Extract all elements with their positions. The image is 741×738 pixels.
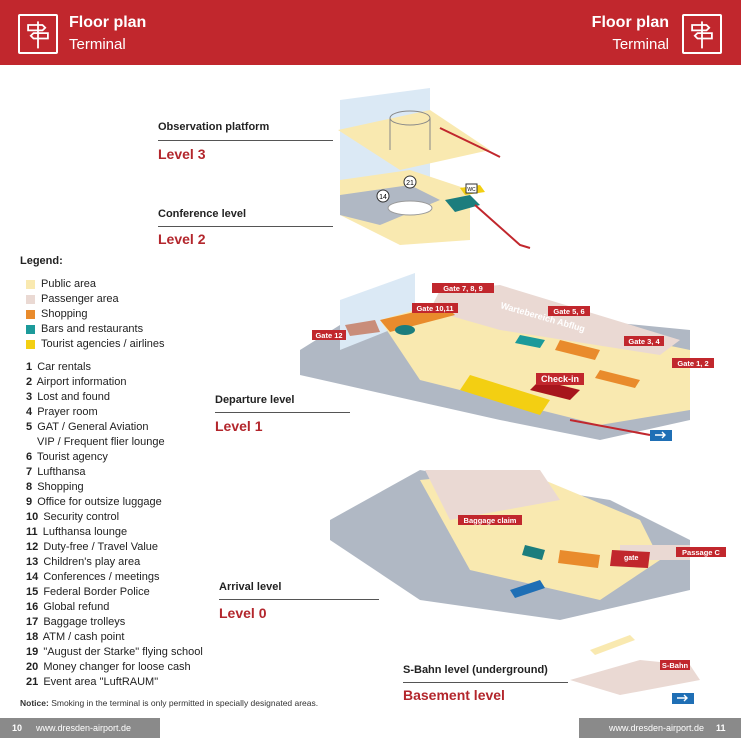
legend-category-bars: Bars and restaurants [26, 323, 143, 335]
legend-item: 15 Federal Border Police [26, 586, 150, 598]
footer-url-right[interactable]: www.dresden-airport.de [609, 723, 705, 733]
legend-item: 6 Tourist agency [26, 451, 108, 463]
header-title-left: Floor plan [69, 14, 147, 31]
arrival-level-name: Arrival level [219, 581, 282, 593]
legend-item: 4 Prayer room [26, 406, 98, 418]
sbahn-leader-line [403, 682, 568, 683]
gate-5-6-label: Gate 5, 6 [553, 307, 584, 316]
legend-item: 8 Shopping [26, 481, 84, 493]
smoking-notice: Notice: Smoking in the terminal is only … [20, 698, 319, 708]
legend-item: 2 Airport information [26, 376, 127, 388]
header-subtitle-left: Terminal [69, 36, 126, 53]
s-bahn-label: S-Bahn [662, 661, 689, 670]
gate-1-2-label: Gate 1, 2 [677, 359, 708, 368]
bars-swatch [26, 324, 35, 334]
passage-c-label: Passage C [682, 548, 721, 557]
map-marker-14: 14 [379, 194, 387, 201]
basement-plan: S-Bahn [570, 635, 700, 704]
legend-category-label: Bars and restaurants [41, 323, 144, 335]
page-number-right: 11 [716, 723, 726, 733]
level-2-plan: 14 21 WC [340, 170, 531, 249]
observation-leader-line [158, 140, 333, 141]
legend-item: 20 Money changer for loose cash [26, 661, 191, 673]
legend-item: 11 Lufthansa lounge [26, 526, 128, 538]
legend-item: 10 Security control [26, 511, 120, 523]
tourist-swatch [26, 339, 35, 349]
conference-leader-line [158, 226, 333, 227]
legend-item: 9 Office for outsize luggage [26, 496, 162, 508]
legend-category-label: Shopping [41, 308, 88, 320]
baggage-claim-label: Baggage claim [464, 516, 517, 525]
legend-title: Legend: [20, 255, 63, 267]
signpost-icon [682, 14, 722, 54]
legend-item: 17 Baggage trolleys [26, 616, 126, 628]
footer-left: 10 www.dresden-airport.de [0, 718, 160, 738]
wc-icon: WC [467, 187, 476, 193]
observation-level-name: Observation platform [158, 121, 270, 133]
check-in-label: Check-in [541, 374, 579, 384]
legend-item: 12 Duty-free / Travel Value [26, 541, 159, 553]
footer-url-left[interactable]: www.dresden-airport.de [36, 723, 132, 733]
terminal-floor-plan: 14 21 WC Gate 12 Gate 7, 8, 9 Gate 10,11… [300, 88, 726, 704]
sbahn-level-name: S-Bahn level (underground) [403, 664, 548, 676]
arrival-leader-line [219, 599, 379, 600]
legend-item: 13 Children's play area [26, 556, 141, 568]
legend-item: VIP / Frequent flier lounge [37, 436, 165, 448]
passenger-area-swatch [26, 294, 35, 304]
legend-category-passenger: Passenger area [26, 293, 119, 305]
conference-level-number: Level 2 [158, 231, 206, 247]
gate-3-4-label: Gate 3, 4 [628, 337, 660, 346]
gate-7-8-9-label: Gate 7, 8, 9 [443, 284, 483, 293]
departure-level-name: Departure level [215, 394, 295, 406]
header-title-right: Floor plan [591, 14, 669, 31]
public-area-swatch [26, 279, 35, 289]
level-1-plan: Gate 12 Gate 7, 8, 9 Gate 10,11 Gate 5, … [300, 273, 714, 441]
legend-category-label: Tourist agencies / airlines [41, 338, 165, 350]
level-3-plan [338, 88, 501, 195]
legend-list: 1 Car rentals 2 Airport information 3 Lo… [26, 360, 203, 690]
legend-item: 19 "August der Starke" flying school [26, 646, 203, 658]
shopping-swatch [26, 309, 35, 319]
page-header: Floor plan Terminal Floor plan Terminal [0, 0, 741, 65]
legend-item: 7 Lufthansa [26, 466, 86, 478]
departure-leader-line [215, 412, 350, 413]
map-marker-21: 21 [406, 180, 414, 187]
level-0-plan: Baggage claim Passage C gate [330, 470, 726, 620]
legend-item: 16 Global refund [26, 601, 110, 613]
legend-category-public: Public area [26, 278, 96, 290]
legend-category-label: Passenger area [41, 293, 119, 305]
gate-arrival-label: gate [624, 555, 639, 562]
conference-level-name: Conference level [158, 208, 247, 220]
legend-item: 3 Lost and found [26, 391, 110, 403]
legend-item: 18 ATM / cash point [26, 631, 125, 643]
gate-10-11-label: Gate 10,11 [416, 304, 453, 313]
page-number-left: 10 [12, 723, 23, 733]
legend-category-tourist: Tourist agencies / airlines [26, 338, 165, 350]
legend-category-label: Public area [41, 278, 97, 290]
signpost-icon [18, 14, 58, 54]
legend-item: 1 Car rentals [26, 361, 91, 373]
legend-item: 21 Event area "LuftRAUM" [26, 676, 159, 688]
gate-12-label: Gate 12 [315, 331, 342, 340]
footer-right: www.dresden-airport.de 11 [579, 718, 741, 738]
sbahn-level-number: Basement level [403, 687, 505, 703]
departure-level-number: Level 1 [215, 418, 263, 434]
legend-item: 5 GAT / General Aviation [26, 421, 149, 433]
header-subtitle-right: Terminal [612, 36, 669, 53]
observation-level-number: Level 3 [158, 146, 206, 162]
legend-category-shopping: Shopping [26, 308, 88, 320]
arrival-level-number: Level 0 [219, 605, 267, 621]
legend-item: 14 Conferences / meetings [26, 571, 160, 583]
